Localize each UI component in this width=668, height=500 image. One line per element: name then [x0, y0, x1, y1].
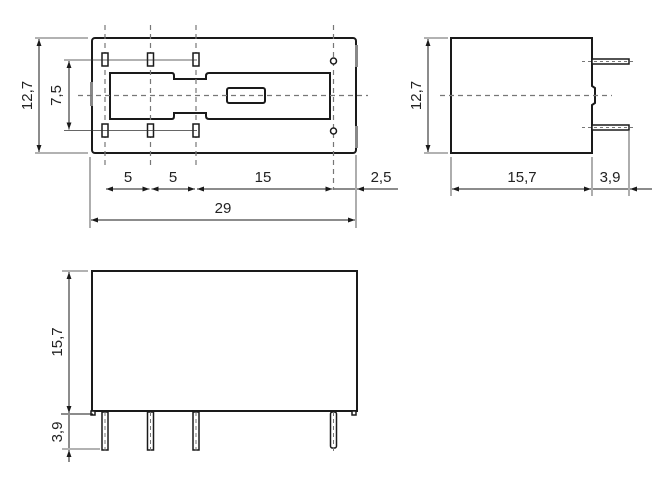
pin-round — [329, 127, 338, 135]
dim-edge-offset-label: 2,5 — [371, 169, 392, 186]
dim-pitch1-label: 5 — [124, 169, 132, 186]
left-nub — [90, 82, 93, 106]
front-height-label: 15,7 — [49, 327, 66, 356]
pin-pad — [146, 52, 155, 67]
front-pin — [192, 411, 200, 451]
front-pin — [101, 411, 109, 451]
side-pin — [591, 124, 630, 131]
front-pin-length-label: 3,9 — [49, 422, 66, 443]
side-depth-label: 15,7 — [507, 169, 536, 186]
dim-pin-to-last-label: 15 — [255, 169, 272, 186]
side-view-body — [450, 37, 596, 154]
right-nub-bottom — [355, 126, 358, 148]
side-view: 12,7 15,7 3,9 — [408, 37, 652, 196]
side-pin — [591, 58, 630, 65]
pin-pad — [101, 52, 109, 67]
dim-pitch2-label: 5 — [169, 169, 177, 186]
right-nub-top — [355, 45, 358, 67]
front-pin — [146, 411, 155, 451]
pin-round — [329, 57, 338, 65]
side-pin-length-label: 3,9 — [600, 169, 621, 186]
dim-length-label: 29 — [215, 200, 232, 217]
dim-height-label: 12,7 — [19, 81, 36, 110]
front-view-body — [91, 270, 358, 412]
top-view-window — [109, 72, 331, 120]
dim-pin-row-label: 7,5 — [48, 85, 65, 106]
front-view: 15,7 3,9 — [49, 270, 358, 462]
top-view: 12,7 7,5 5 5 15 2,5 29 — [19, 25, 398, 228]
side-height-label: 12,7 — [408, 81, 425, 110]
pin-pad — [192, 52, 200, 67]
